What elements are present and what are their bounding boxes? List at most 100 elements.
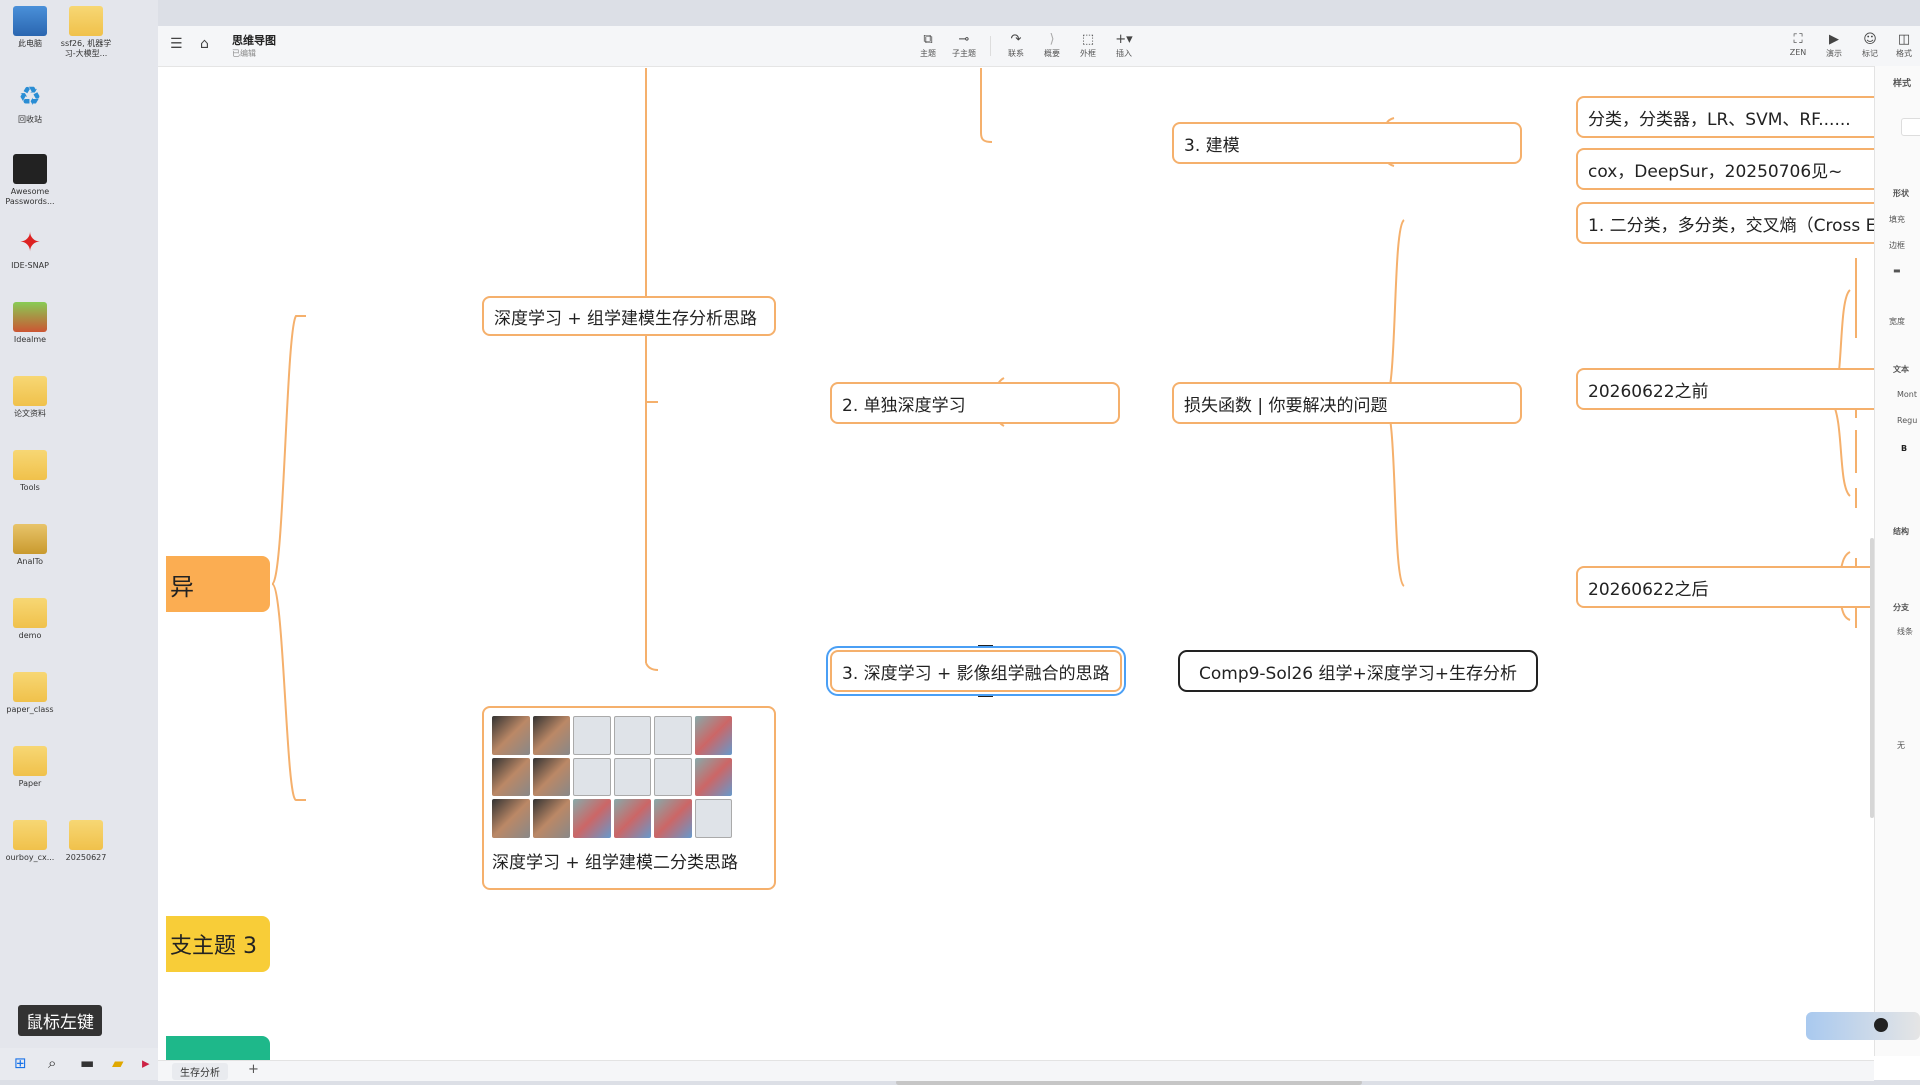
desktop-icon-label: Paper bbox=[18, 779, 42, 788]
app-icon bbox=[13, 302, 47, 332]
monitor-icon bbox=[13, 6, 47, 36]
zen-button[interactable]: ⛶ZEN bbox=[1780, 32, 1816, 57]
comp-note-node[interactable]: Comp9-Sol26 组学+深度学习+生存分析 bbox=[1178, 650, 1538, 692]
desktop-icon-label: paper_class bbox=[6, 705, 54, 714]
desktop-icon-label: ssf26, 机器学习-大模型... bbox=[60, 39, 112, 58]
mindmap-window: ☰ ⌂ 思维导图 已编辑 ⧉主题 ⊸子主题 ↷联系 ⟩概要 ⬚外框 +▾插入 ⛶… bbox=[158, 26, 1920, 1085]
home-icon[interactable]: ⌂ bbox=[200, 36, 209, 52]
red-icon: ✦ bbox=[19, 228, 41, 258]
cox-models-node[interactable]: cox，DeepSur，20250706见~ bbox=[1576, 148, 1920, 190]
panel-icon: ◫ bbox=[1897, 32, 1911, 47]
sheet-tab[interactable]: 生存分析 bbox=[172, 1063, 228, 1080]
folder-icon bbox=[13, 598, 47, 628]
loss-function-node[interactable]: 损失函数 | 你要解决的问题 bbox=[1172, 382, 1522, 424]
desktop-icon-label: demo bbox=[18, 631, 42, 640]
desktop-icon-4[interactable]: ✦ IDE-SNAP bbox=[0, 228, 60, 271]
subtopic-icon: ⊸ bbox=[958, 32, 970, 47]
relationship-icon: ↷ bbox=[1010, 32, 1022, 47]
desktop-icon-2[interactable]: ♻ 回收站 bbox=[0, 82, 60, 125]
desktop-icon-0[interactable]: 此电脑 bbox=[0, 6, 60, 49]
sheet-bar: 生存分析 + bbox=[158, 1060, 1874, 1081]
desktop: 此电脑 ssf26, 机器学习-大模型... ♻ 回收站 Awesome Passwor… bbox=[0, 0, 158, 1080]
titlebar: ☰ ⌂ 思维导图 已编辑 ⧉主题 ⊸子主题 ↷联系 ⟩概要 ⬚外框 +▾插入 ⛶… bbox=[158, 26, 1920, 67]
fusion-node[interactable]: 3. 深度学习 + 影像组学融合的思路 bbox=[830, 650, 1122, 692]
summary-button[interactable]: ⟩概要 bbox=[1034, 32, 1070, 59]
marker-icon: ☺ bbox=[1863, 32, 1877, 47]
insert-icon: +▾ bbox=[1115, 32, 1133, 47]
marker-button[interactable]: ☺标记 bbox=[1852, 32, 1888, 59]
desktop-icon-label: 此电脑 bbox=[18, 39, 42, 48]
explorer-icon[interactable]: ▰ bbox=[112, 1054, 124, 1072]
insert-button[interactable]: +▾插入 bbox=[1106, 32, 1142, 59]
mouse-tooltip: 鼠标左键 bbox=[18, 1005, 102, 1036]
play-icon: ▶ bbox=[1829, 32, 1839, 47]
desktop-icon-12[interactable]: ourboy_cx... bbox=[0, 820, 60, 863]
desktop-icon-label: 回收站 bbox=[18, 115, 42, 124]
subtopic-button[interactable]: ⊸子主题 bbox=[946, 32, 982, 59]
desktop-icon-8[interactable]: AnalTo bbox=[0, 524, 60, 567]
desktop-icon-label: ourboy_cx... bbox=[5, 853, 55, 862]
topic-button[interactable]: ⧉主题 bbox=[910, 32, 946, 59]
document-title: 思维导图 bbox=[232, 34, 276, 47]
desktop-icon-label: Idealme bbox=[13, 335, 47, 344]
branch-survival-analysis[interactable]: 深度学习 + 组学建模生存分析思路 bbox=[482, 296, 776, 336]
panel-tab[interactable]: 样式 bbox=[1893, 79, 1912, 89]
desktop-icon-5[interactable]: Idealme bbox=[0, 302, 60, 345]
line-option[interactable]: ▬ bbox=[1893, 266, 1901, 275]
taskbar: ⊞ ⌕ ▬ ▰ ▸ bbox=[0, 1048, 158, 1080]
main-topic-3[interactable]: 支主题 3 bbox=[166, 916, 270, 972]
desktop-icon-label: AnalTo bbox=[16, 557, 44, 566]
main-topic-orange[interactable]: 异 bbox=[166, 556, 270, 612]
relationship-button[interactable]: ↷联系 bbox=[998, 32, 1034, 59]
folder-dark-icon bbox=[13, 524, 47, 554]
fullscreen-icon: ⛶ bbox=[1793, 32, 1803, 47]
after-date-node[interactable]: 20260622之后 bbox=[1576, 566, 1920, 608]
folder-icon bbox=[13, 450, 47, 480]
folder-icon bbox=[13, 672, 47, 702]
folder-icon bbox=[13, 746, 47, 776]
desktop-icon-10[interactable]: paper_class bbox=[0, 672, 60, 715]
start-icon[interactable]: ⊞ bbox=[14, 1054, 27, 1072]
desktop-icon-6[interactable]: 论文资料 bbox=[0, 376, 60, 419]
recording-widget[interactable] bbox=[1806, 1012, 1920, 1040]
desktop-icon-label: Tools bbox=[20, 483, 40, 492]
summary-icon: ⟩ bbox=[1049, 32, 1055, 47]
record-dot-icon bbox=[1874, 1018, 1888, 1032]
mindmap-canvas[interactable]: 异 支主题 3 深度学习 + 组学建模生存分析思路 深度学习 + 组学建模二分类… bbox=[166, 68, 1920, 1076]
term-icon bbox=[13, 154, 47, 184]
desktop-icon-3[interactable]: Awesome Passwords... bbox=[0, 154, 60, 207]
boundary-button[interactable]: ⬚外框 bbox=[1070, 32, 1106, 59]
vertical-scrollbar[interactable] bbox=[1870, 538, 1874, 818]
desktop-icon-label: 20250627 bbox=[65, 853, 107, 862]
modeling-node[interactable]: 3. 建模 bbox=[1172, 122, 1522, 164]
folder-icon bbox=[13, 820, 47, 850]
folder-icon bbox=[69, 6, 103, 36]
classifier-models-node[interactable]: 分类，分类器，LR、SVM、RF...... bbox=[1576, 96, 1920, 138]
desktop-icon-label: 论文资料 bbox=[14, 409, 46, 418]
recycle-icon: ♻ bbox=[18, 82, 42, 112]
loss-types-node[interactable]: 1. 二分类，多分类，交叉熵（Cross Entropy） bbox=[1576, 202, 1920, 244]
single-deep-learning-node[interactable]: 2. 单独深度学习 bbox=[830, 382, 1120, 424]
figure-thumbnail bbox=[492, 716, 732, 838]
format-button[interactable]: ◫格式 bbox=[1886, 32, 1920, 59]
desktop-icon-9[interactable]: demo bbox=[0, 598, 60, 641]
taskview-icon[interactable]: ▬ bbox=[80, 1054, 95, 1072]
search-icon[interactable]: ⌕ bbox=[48, 1054, 57, 1072]
desktop-icon-1[interactable]: ssf26, 机器学习-大模型... bbox=[56, 6, 116, 59]
format-panel: 样式 形状 填充 边框 ▬ 宽度 文本 Mont Regu B 结构 分支 线条… bbox=[1874, 66, 1920, 1056]
desktop-icon-7[interactable]: Tools bbox=[0, 450, 60, 493]
add-sheet-button[interactable]: + bbox=[248, 1062, 259, 1077]
desktop-icon-13[interactable]: 20250627 bbox=[56, 820, 116, 863]
style-box[interactable] bbox=[1901, 118, 1920, 136]
document-status: 已编辑 bbox=[232, 49, 256, 58]
app-icon[interactable]: ▸ bbox=[142, 1054, 150, 1072]
desktop-icon-11[interactable]: Paper bbox=[0, 746, 60, 789]
folder-icon bbox=[69, 820, 103, 850]
folder-icon bbox=[13, 376, 47, 406]
desktop-icon-label: IDE-SNAP bbox=[11, 261, 49, 270]
menu-icon[interactable]: ☰ bbox=[170, 36, 183, 52]
before-date-node[interactable]: 20260622之前 bbox=[1576, 368, 1920, 410]
branch-binary-classification[interactable]: 深度学习 + 组学建模二分类思路 bbox=[482, 706, 776, 890]
present-button[interactable]: ▶演示 bbox=[1816, 32, 1852, 59]
topic-icon: ⧉ bbox=[923, 32, 933, 47]
